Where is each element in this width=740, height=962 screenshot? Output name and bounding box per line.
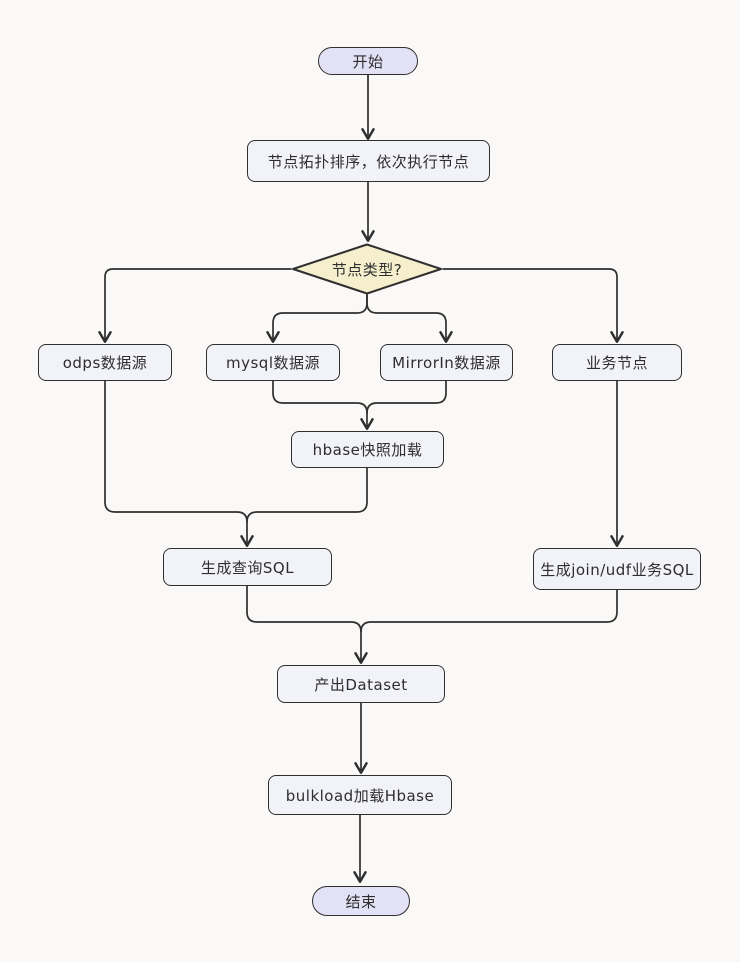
node-topo-sort: 节点拓扑排序，依次执行节点 xyxy=(247,140,490,182)
node-node-type-label: 节点类型? xyxy=(331,260,403,279)
diamond-icon xyxy=(292,243,442,295)
node-end-label: 结束 xyxy=(345,892,377,911)
node-start: 开始 xyxy=(318,47,418,75)
edge-hbase-querysql xyxy=(246,467,368,523)
node-start-label: 开始 xyxy=(352,52,384,71)
node-mysql-source-label: mysql数据源 xyxy=(226,354,320,372)
node-end: 结束 xyxy=(312,886,410,916)
node-node-type: 节点类型? xyxy=(291,243,443,295)
node-biz-node: 业务节点 xyxy=(552,344,682,381)
node-dataset: 产出Dataset xyxy=(277,665,445,703)
node-join-udf-sql: 生成join/udf业务SQL xyxy=(533,548,701,590)
node-hbase-snapshot: hbase快照加载 xyxy=(291,431,444,468)
node-bulkload: bulkload加载Hbase xyxy=(268,775,452,815)
edge-nodetype-mirrorin xyxy=(366,294,453,343)
edge-nodetype-odps xyxy=(98,268,292,343)
node-mirrorin-source: MirrorIn数据源 xyxy=(380,344,513,381)
edge-odps-querysql xyxy=(104,380,254,547)
node-join-udf-sql-label: 生成join/udf业务SQL xyxy=(540,560,694,579)
node-dataset-label: 产出Dataset xyxy=(314,675,408,694)
node-hbase-snapshot-label: hbase快照加载 xyxy=(312,441,423,459)
edge-joinsql-dataset xyxy=(360,589,618,633)
node-bulkload-label: bulkload加载Hbase xyxy=(285,786,435,805)
node-query-sql: 生成查询SQL xyxy=(163,548,332,586)
edge-mysql-hbase xyxy=(272,380,374,430)
node-query-sql-label: 生成查询SQL xyxy=(200,558,295,577)
node-mysql-source: mysql数据源 xyxy=(206,344,340,381)
node-odps-source: odps数据源 xyxy=(38,344,172,381)
edge-mirrorin-hbase xyxy=(366,380,447,414)
edge-nodetype-mysql xyxy=(266,294,368,343)
node-odps-source-label: odps数据源 xyxy=(62,354,148,372)
node-topo-sort-label: 节点拓扑排序，依次执行节点 xyxy=(267,152,470,171)
node-biz-node-label: 业务节点 xyxy=(585,354,648,372)
node-mirrorin-source-label: MirrorIn数据源 xyxy=(392,354,501,372)
edge-nodetype-biznode xyxy=(442,268,624,343)
edge-querysql-dataset xyxy=(246,585,368,664)
